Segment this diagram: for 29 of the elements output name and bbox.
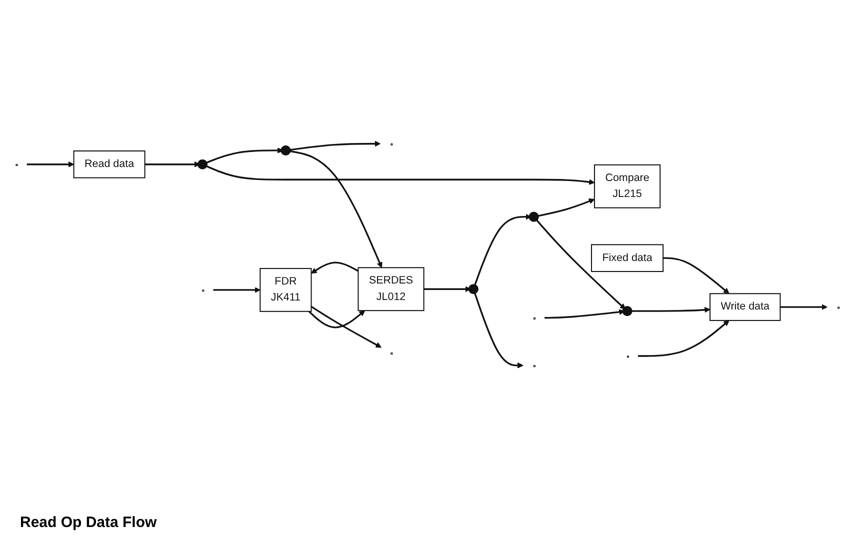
arrow (144, 162, 200, 168)
arrow (204, 148, 284, 165)
process-box: FDR JK411 (260, 268, 312, 312)
figure-caption: Read Op Data Flow (19, 513, 158, 533)
junction-dot (468, 284, 478, 295)
arrow (780, 304, 828, 310)
process-box: SERDES JL012 (358, 268, 424, 312)
junction-dot (280, 146, 291, 156)
junction-dot (197, 160, 208, 170)
junction-dot (528, 212, 539, 222)
arrow (474, 214, 532, 288)
arrow (308, 310, 366, 329)
process-box: Write data (710, 294, 781, 322)
process-box: Compare JL215 (594, 164, 661, 209)
arrow (638, 320, 730, 358)
junction-dot (622, 306, 632, 317)
arrow (536, 198, 595, 218)
arrow (288, 141, 381, 152)
arrow (204, 165, 595, 186)
arrow (26, 162, 74, 168)
arrow (544, 309, 625, 320)
process-box: Read data (73, 150, 146, 179)
arrow (474, 292, 524, 369)
arrow (213, 287, 260, 294)
process-box: Fixed data (590, 244, 664, 272)
arrow (663, 258, 730, 294)
arrow (310, 306, 382, 348)
arrow (534, 218, 626, 310)
arrow (311, 262, 359, 274)
